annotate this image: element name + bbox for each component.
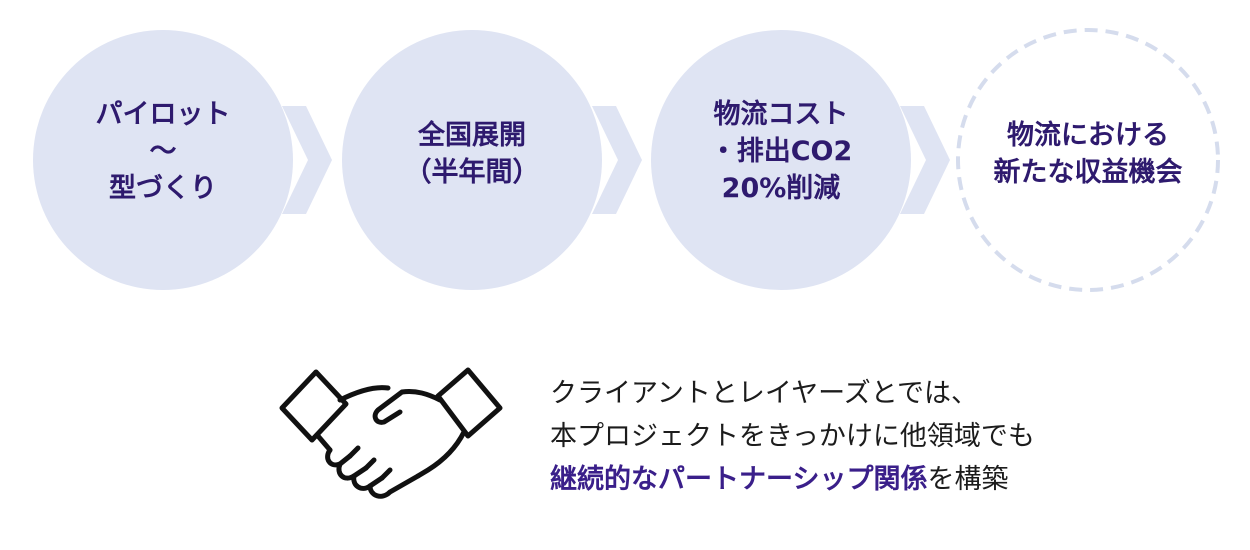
caption-line-3: 継続的なパートナーシップ関係を構築	[550, 458, 1035, 501]
step-3-line-3: 20%削減	[721, 173, 841, 204]
step-1-line-3: 型づくり	[109, 173, 217, 204]
chevron-right-icon	[592, 106, 642, 214]
step-4-label: 物流における 新たな収益機会	[973, 117, 1203, 191]
step-circle-cost-reduction	[651, 30, 911, 290]
step-2-line-1: 全国展開	[418, 120, 526, 151]
caption-line-3-rest: を構築	[927, 464, 1009, 495]
step-circle-rollout	[342, 30, 602, 290]
step-4-line-2: 新たな収益機会	[993, 157, 1183, 188]
step-4-line-1: 物流における	[1007, 120, 1169, 151]
handshake-icon	[279, 367, 503, 499]
step-2-label: 全国展開 （半年間）	[357, 117, 587, 191]
step-1-label: パイロット ～ 型づくり	[48, 96, 278, 207]
step-1-line-2: ～	[149, 136, 177, 167]
chevron-right-icon	[900, 106, 950, 214]
step-circle-pilot	[33, 30, 293, 290]
caption-line-1: クライアントとレイヤーズとでは、	[550, 378, 978, 409]
step-circle-new-revenue	[956, 28, 1220, 292]
step-1-line-1: パイロット	[95, 99, 231, 130]
caption-emphasis: 継続的なパートナーシップ関係	[550, 464, 928, 495]
partnership-caption: クライアントとレイヤーズとでは、 本プロジェクトをきっかけに他領域でも 継続的な…	[550, 372, 1035, 501]
step-2-line-2: （半年間）	[404, 157, 540, 188]
step-3-label: 物流コスト ・排出CO2 20%削減	[666, 96, 896, 207]
step-3-line-1: 物流コスト	[713, 99, 849, 130]
process-flow	[33, 28, 1220, 292]
caption-line-2: 本プロジェクトをきっかけに他領域でも	[550, 421, 1035, 452]
step-3-line-2: ・排出CO2	[709, 136, 853, 167]
chevron-right-icon	[282, 106, 332, 214]
